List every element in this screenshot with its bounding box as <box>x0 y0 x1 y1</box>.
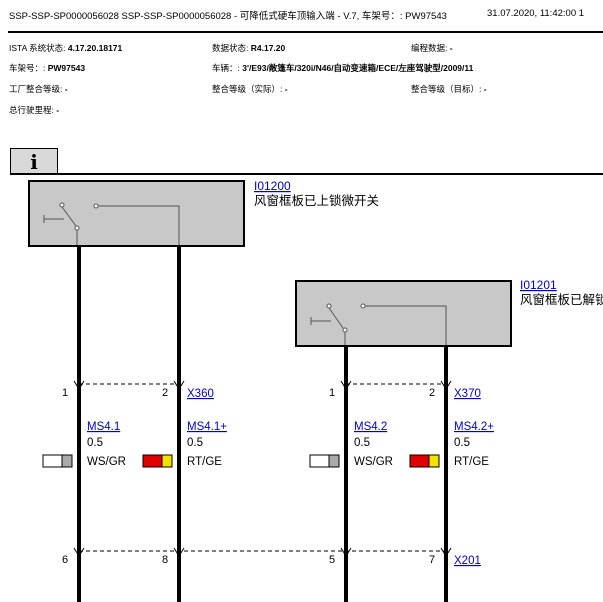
wire-label-ms4-1[interactable]: MS4.1 <box>87 421 120 433</box>
integration-level-target: 整合等级（目标）: - <box>411 84 487 94</box>
pin-number: 6 <box>62 554 68 566</box>
pin-number: 5 <box>329 554 335 566</box>
pin-markers <box>73 380 452 557</box>
wire-label-ms4-1-plus[interactable]: MS4.1+ <box>187 421 227 433</box>
factory-integration-level: 工厂整合等级: - <box>9 84 68 94</box>
wire-label-ms4-2-plus[interactable]: MS4.2+ <box>454 421 494 433</box>
pin-number: 7 <box>429 554 435 566</box>
component-link-i01201[interactable]: I01201 <box>520 278 557 292</box>
programming-data: 编程数据: - <box>411 43 453 53</box>
connector-link-x370[interactable]: X370 <box>454 388 481 400</box>
microswitch-icon <box>43 202 180 245</box>
wire-size: 0.5 <box>87 437 103 449</box>
wire-color-code: WS/GR <box>87 456 126 468</box>
document-title: SSP-SSP-SP0000056028 SSP-SSP-SP000005602… <box>9 11 447 22</box>
ista-status: ISTA 系统状态: 4.17.20.18171 <box>9 43 123 53</box>
section-divider <box>10 173 603 175</box>
wire-color-code: RT/GE <box>187 456 222 468</box>
connector-link-x201[interactable]: X201 <box>454 555 481 567</box>
print-datetime: 31.07.2020, 11:42:00 1 <box>487 8 585 19</box>
info-icon[interactable]: i <box>10 148 58 174</box>
integration-level-actual: 整合等级（实际）: - <box>212 84 288 94</box>
wire-color-code: RT/GE <box>454 456 489 468</box>
pin-number: 8 <box>162 554 168 566</box>
wire-color-swatch <box>409 454 440 468</box>
microswitch-icon <box>310 303 447 345</box>
component-desc-i01201: 风窗框板已解锁 <box>520 292 603 307</box>
component-desc-i01200: 风窗框板已上锁微开关 <box>254 193 379 208</box>
header-divider <box>8 31 603 33</box>
component-box-i01201 <box>295 280 512 347</box>
pin-number: 1 <box>62 387 68 399</box>
connector-link-x360[interactable]: X360 <box>187 388 214 400</box>
pin-number: 1 <box>329 387 335 399</box>
component-link-i01200[interactable]: I01200 <box>254 179 291 193</box>
data-status: 数据状态: R4.17.20 <box>212 43 286 53</box>
wire-size: 0.5 <box>454 437 470 449</box>
wire-color-code: WS/GR <box>354 456 393 468</box>
vehicle: 车辆：: 3'/E93/敞篷车/320i/N46/自动变速箱/ECE/左座驾驶型… <box>212 63 474 73</box>
wire-color-swatch <box>142 454 173 468</box>
wire-color-swatch <box>309 454 340 468</box>
wire-size: 0.5 <box>354 437 370 449</box>
wire-size: 0.5 <box>187 437 203 449</box>
wire-label-ms4-2[interactable]: MS4.2 <box>354 421 387 433</box>
vin: 车架号：: PW97543 <box>9 63 86 73</box>
component-box-i01200 <box>28 180 245 247</box>
pin-number: 2 <box>429 387 435 399</box>
total-mileage: 总行驶里程: - <box>9 105 60 115</box>
wire-color-swatch <box>42 454 73 468</box>
pin-number: 2 <box>162 387 168 399</box>
